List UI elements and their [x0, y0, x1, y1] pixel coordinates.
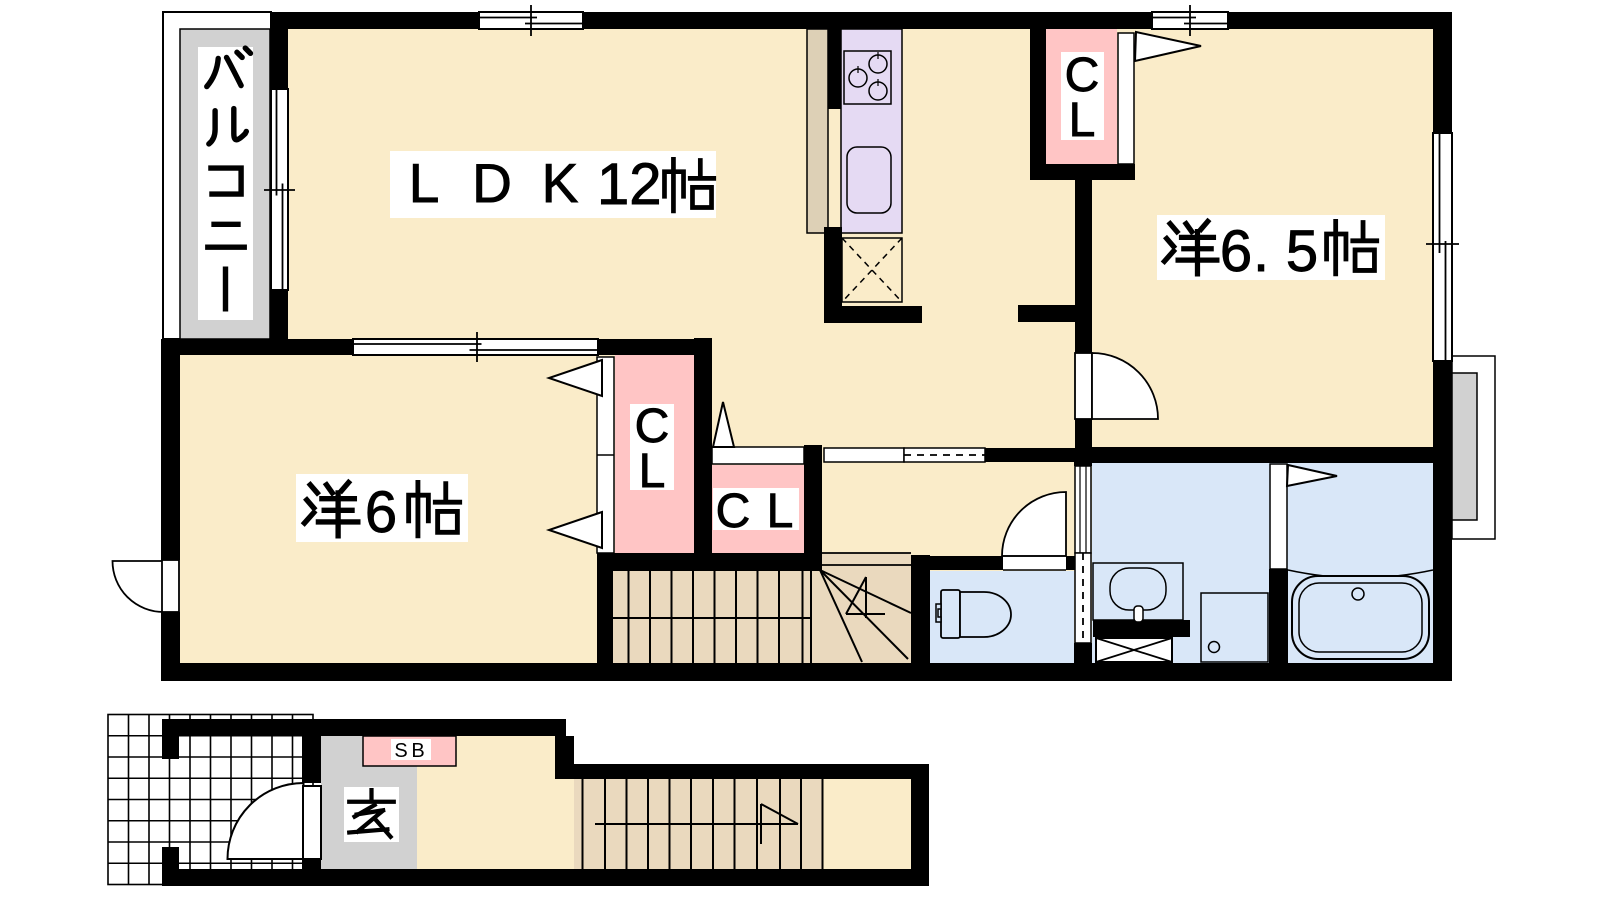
svg-text:L: L	[767, 485, 794, 538]
svg-text:C: C	[635, 400, 670, 453]
svg-text:.: .	[1253, 219, 1269, 284]
svg-text:L: L	[1069, 94, 1096, 147]
svg-text:6: 6	[365, 480, 397, 545]
svg-text:C: C	[1065, 49, 1100, 102]
svg-text:C: C	[716, 485, 751, 538]
svg-text:L: L	[639, 445, 666, 498]
svg-text:K: K	[542, 152, 579, 214]
svg-text:5: 5	[1286, 219, 1318, 284]
svg-text:D: D	[472, 152, 512, 214]
svg-text:B: B	[411, 740, 424, 762]
svg-text:L: L	[409, 152, 440, 214]
svg-text:S: S	[394, 740, 407, 762]
svg-text:12: 12	[597, 152, 662, 217]
svg-text:6: 6	[1220, 219, 1252, 284]
